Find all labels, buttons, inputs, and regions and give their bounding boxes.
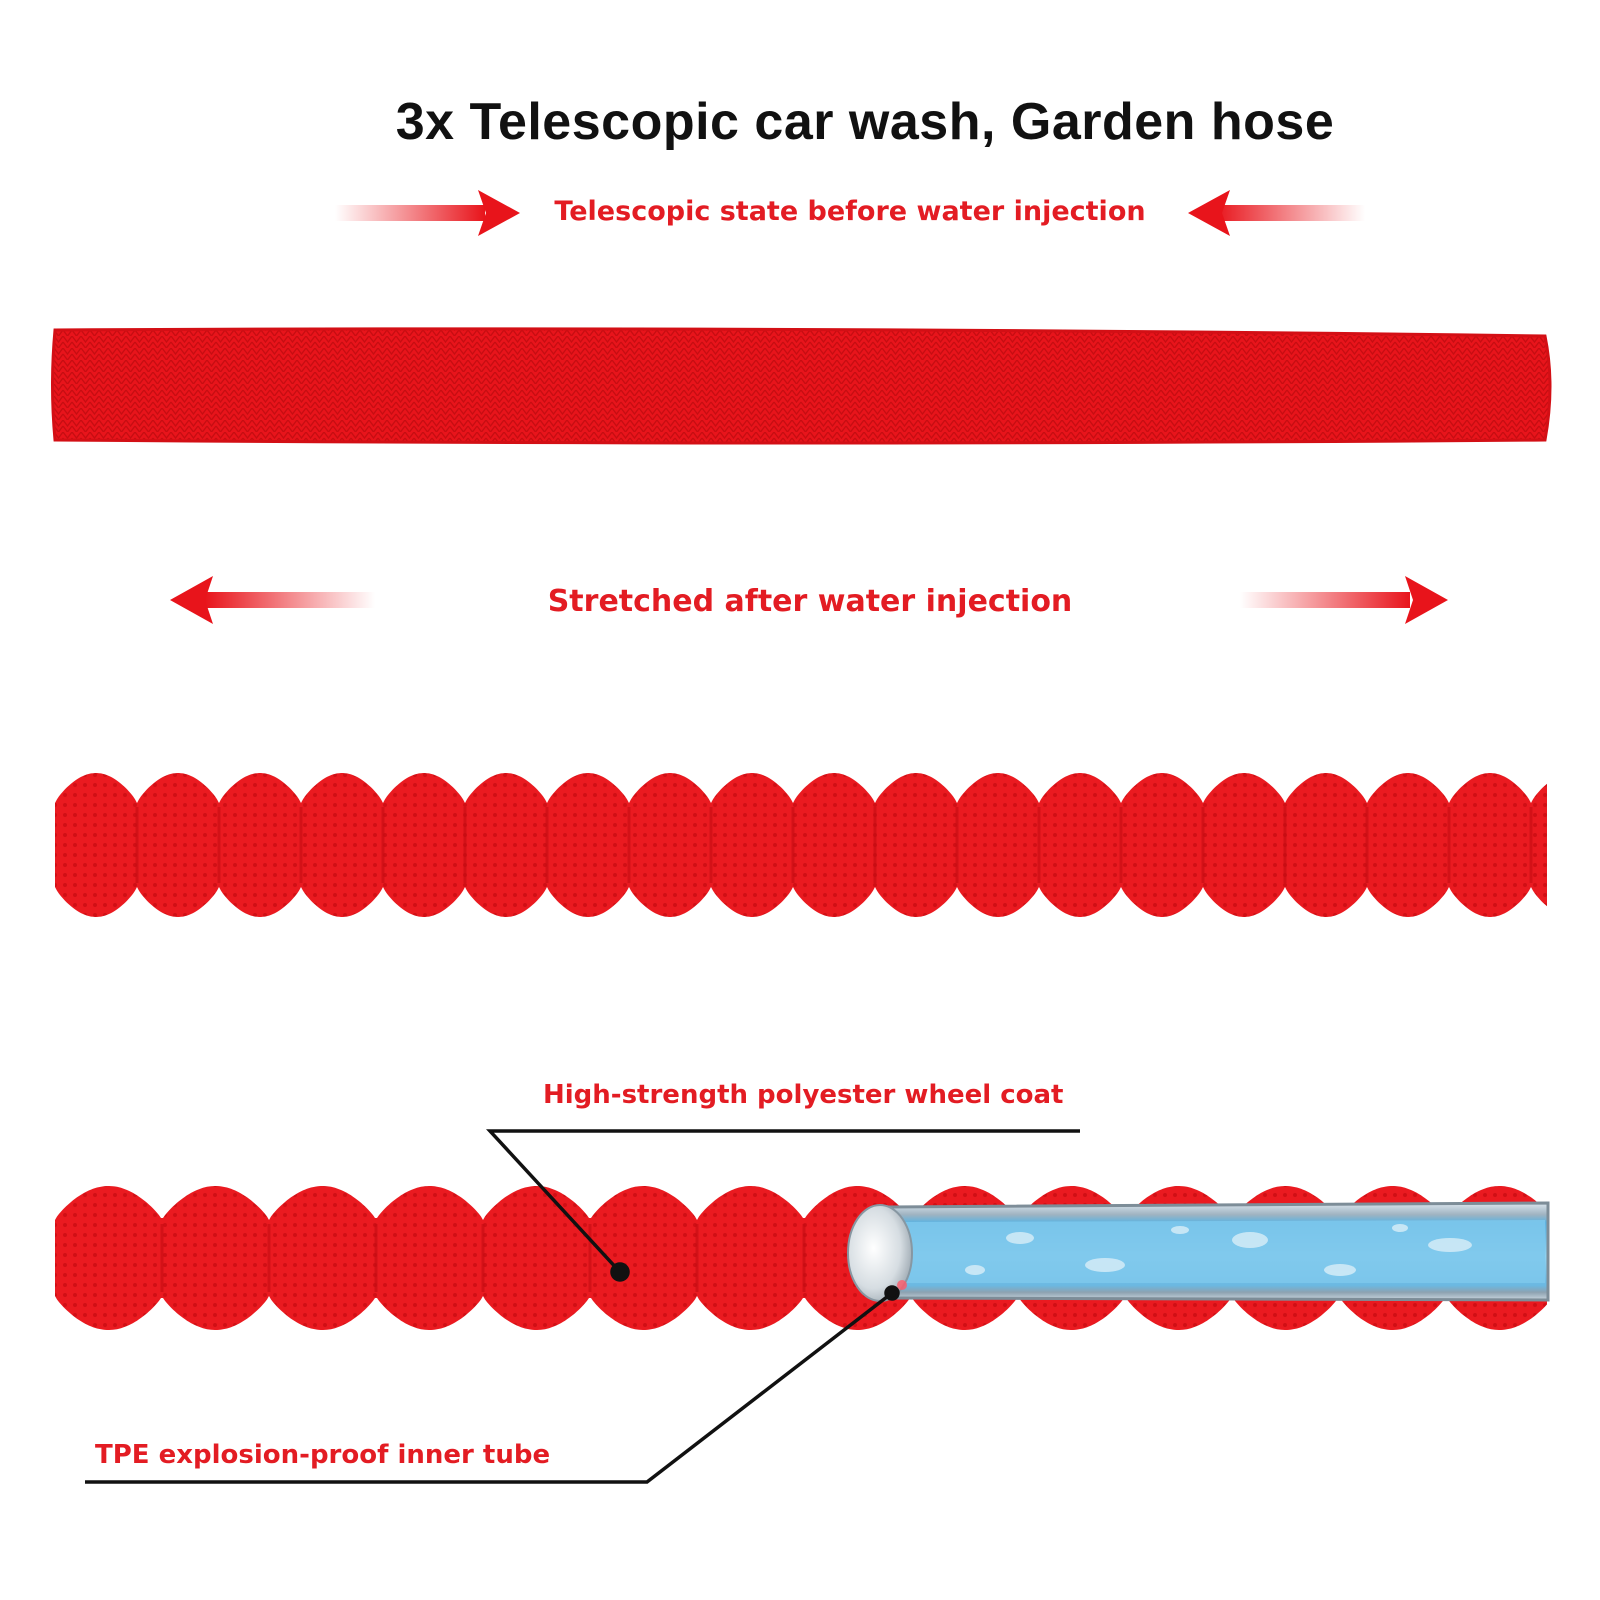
label-stretched: Stretched after water injection xyxy=(547,584,1073,619)
label-inner-tube: TPE explosion-proof inner tube xyxy=(95,1440,551,1470)
stretched-hose xyxy=(55,773,1547,917)
arrow-left-icon xyxy=(1188,190,1365,236)
page-title: 3x Telescopic car wash, Garden hose xyxy=(395,93,1335,151)
label-outer-coat: High-strength polyester wheel coat xyxy=(543,1080,1064,1110)
hose-body xyxy=(55,773,1547,917)
arrow-right-icon xyxy=(1240,576,1448,624)
leader-line-outer-coat xyxy=(486,1129,1080,1282)
compressed-hose xyxy=(51,327,1552,445)
inner-tube xyxy=(847,1201,1550,1302)
arrow-left-icon xyxy=(170,576,375,624)
label-telescopic-state: Telescopic state before water injection xyxy=(554,196,1146,227)
leader-line-inner-tube xyxy=(85,1285,900,1484)
arrow-right-icon xyxy=(335,190,520,236)
